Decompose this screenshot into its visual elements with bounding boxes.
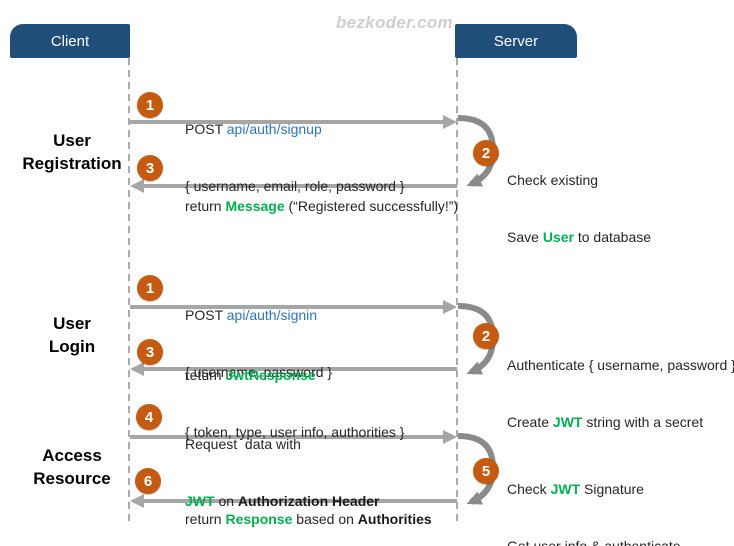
arrow-signin-response (130, 362, 457, 376)
server-action-access: Check JWT Signature Get user info & auth… (507, 442, 714, 546)
section-label-line: User (53, 314, 91, 333)
actor-client: Client (10, 24, 130, 58)
arrow-head-icon (443, 430, 457, 444)
message-resource-response: return Response based on Authorities (185, 472, 432, 546)
message-line: return Message (“Registered successfully… (185, 198, 459, 214)
client-lifeline (128, 58, 130, 525)
step-badge-3: 3 (137, 339, 163, 365)
arrow-signin-request (130, 300, 457, 314)
arrow-head-icon (130, 362, 144, 376)
arrow-shaft (143, 499, 457, 503)
message-signin-request: POST api/auth/signin { username, passwor… (185, 268, 332, 420)
section-label-line: Resource (33, 469, 111, 488)
message-line: Request data with (185, 436, 301, 452)
arrow-head-icon (443, 115, 457, 129)
arrow-shaft (130, 435, 444, 439)
step-badge-2: 2 (473, 323, 499, 349)
arrow-head-icon (130, 494, 144, 508)
message-line: { username, password } (185, 364, 333, 380)
arrow-shaft (130, 305, 444, 309)
server-action-line: Check JWT Signature (507, 481, 644, 497)
arrow-shaft (143, 367, 457, 371)
actor-server: Server (455, 24, 577, 58)
server-action-line: Get user info & authenticate (507, 538, 681, 546)
arrow-signup-request (130, 115, 457, 129)
step-badge-6: 6 (135, 468, 161, 494)
message-line: return Response based on Authorities (185, 511, 432, 527)
section-label-user-registration: User Registration (2, 129, 142, 175)
message-line: { username, email, role, password } (185, 178, 405, 194)
server-action-line: Check existing (507, 172, 599, 188)
section-label-user-login: User Login (2, 312, 142, 358)
step-badge-5: 5 (473, 458, 499, 484)
step-badge-2: 2 (473, 140, 499, 166)
message-line: JWT on Authorization Header (185, 493, 380, 509)
section-label-line: Login (48, 337, 96, 356)
step-badge-3: 3 (137, 155, 163, 181)
message-signup-response: return Message (“Registered successfully… (185, 159, 458, 254)
message-line: POST api/auth/signup (185, 121, 322, 137)
message-line: POST api/auth/signin (185, 307, 318, 323)
arrow-signup-response (130, 179, 457, 193)
section-label-line: Access (42, 446, 102, 465)
arrow-shaft (143, 184, 457, 188)
message-line: return JwtResponse (185, 367, 316, 383)
server-action-login: Authenticate { username, password } Crea… (507, 318, 734, 470)
message-signup-request: POST api/auth/signup { username, email, … (185, 82, 404, 234)
step-badge-4: 4 (136, 404, 162, 430)
step-badge-1: 1 (137, 275, 163, 301)
message-resource-request: Request data with JWT on Authorization H… (185, 397, 380, 546)
server-action-registration: Check existing Save User to database (507, 133, 651, 285)
arrow-resource-response (130, 494, 457, 508)
message-signin-response: return JwtResponse { token, type, user i… (185, 328, 404, 480)
section-label-line: User (53, 131, 91, 150)
server-action-line: Save User to database (507, 229, 652, 245)
server-action-line: Authenticate { username, password } (507, 357, 734, 373)
message-line: { token, type, user info, authorities } (185, 424, 405, 440)
arrow-head-icon (443, 300, 457, 314)
server-action-line: Create JWT string with a secret (507, 414, 704, 430)
watermark: bezkoder.com (336, 13, 453, 32)
section-label-line: Registration (22, 154, 122, 173)
section-label-access-resource: Access Resource (2, 444, 142, 490)
step-badge-1: 1 (137, 92, 163, 118)
arrow-head-icon (130, 179, 144, 193)
server-lifeline (456, 58, 458, 525)
arrow-shaft (130, 120, 444, 124)
arrow-resource-request (130, 430, 457, 444)
